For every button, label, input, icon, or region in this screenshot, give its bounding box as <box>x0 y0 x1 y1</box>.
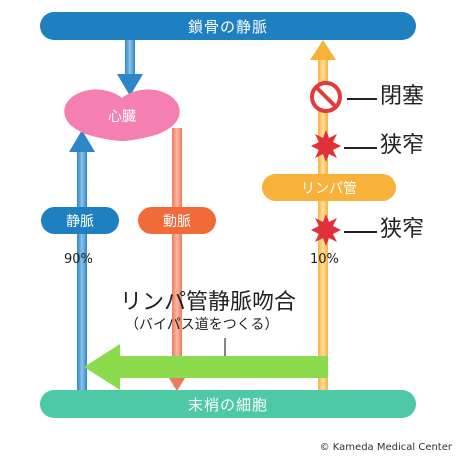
bottom-bar-peripheral-cells: 末梢の細胞 <box>40 390 416 418</box>
vein-to-heart-arrow <box>117 40 143 96</box>
heart-shape <box>64 89 180 141</box>
stenosis-leader-line <box>344 231 377 233</box>
bypass-subtitle: （バイパス道をつくる） <box>125 317 279 333</box>
burst-icon <box>311 130 341 162</box>
vein-percent: 90% <box>64 252 93 267</box>
vein-label-pill: 静脈 <box>41 207 119 234</box>
lymph-label-pill: リンパ管 <box>262 174 396 201</box>
no-entry-icon <box>310 81 342 113</box>
stenosis-label: 狭窄 <box>380 133 425 158</box>
artery-down-arrow <box>164 128 190 391</box>
top-bar-subclavian-vein: 鎖骨の静脈 <box>40 12 416 40</box>
lymph-percent: 10% <box>310 252 339 267</box>
bypass-title: リンパ管静脈吻合 <box>120 290 297 315</box>
stenosis-leader-line <box>344 147 377 149</box>
heart-label: 心臓 <box>108 109 136 125</box>
artery-label-text: 動脈 <box>163 213 191 230</box>
obstruction-leader-line <box>347 98 377 100</box>
stenosis-label: 狭窄 <box>380 217 425 242</box>
vein-label-text: 静脈 <box>66 213 94 230</box>
burst-icon <box>311 214 341 246</box>
top-bar-label: 鎖骨の静脈 <box>187 17 268 36</box>
bottom-bar-label: 末梢の細胞 <box>187 395 268 414</box>
obstruction-label: 閉塞 <box>380 84 425 109</box>
vein-up-arrow <box>69 130 95 390</box>
lymph-label-text: リンパ管 <box>301 180 357 197</box>
artery-label-pill: 動脈 <box>138 207 216 234</box>
bypass-arrow <box>84 344 328 390</box>
copyright-credit: © Kameda Medical Center <box>319 442 452 453</box>
